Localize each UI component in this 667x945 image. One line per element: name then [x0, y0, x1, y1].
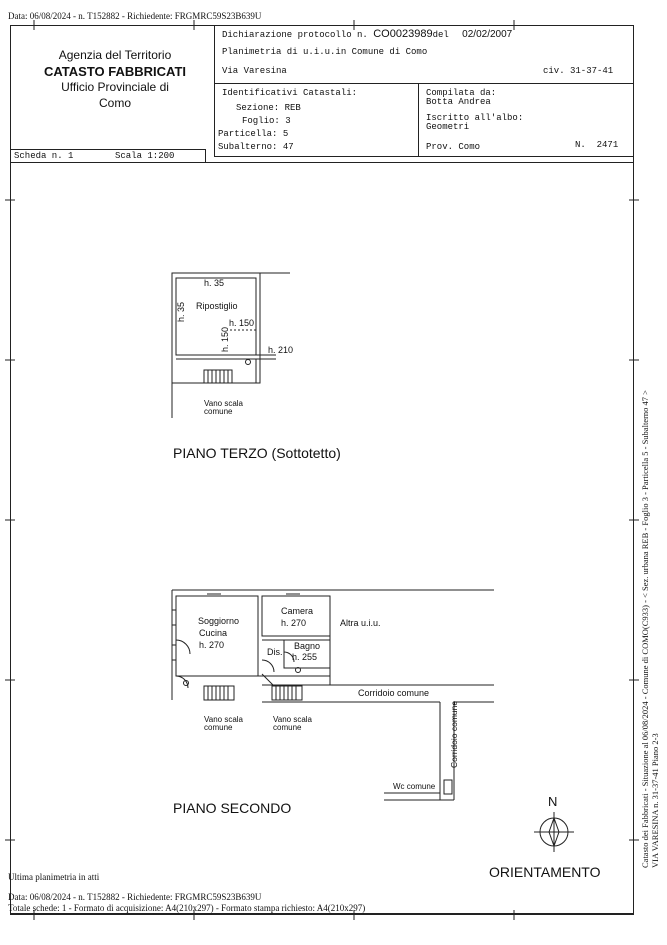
agency-block: Agenzia del Territorio CATASTO FABBRICAT…: [20, 48, 210, 110]
sezione-value: REB: [284, 103, 301, 113]
agency-name: Agenzia del Territorio: [58, 48, 172, 62]
particella-row: Particella: 5: [218, 129, 288, 139]
room-soggiorno: Soggiorno: [198, 616, 240, 626]
foglio-value: 3: [285, 116, 291, 126]
stair-label-second-b-line1: Vano scala: [273, 715, 312, 724]
room-bagno: Bagno: [294, 641, 321, 651]
room-ripostiglio: Ripostiglio: [196, 301, 238, 311]
protocol-date: 02/02/2007: [462, 29, 513, 40]
wc-label: Wc comune: [393, 782, 436, 791]
plan-description: Planimetria di u.i.u.in Comune di Como: [222, 47, 428, 57]
other-unit-label: Altra u.i.u.: [340, 618, 381, 628]
corridor-label-vertical: Corridoio comune: [449, 700, 459, 768]
office-name: Ufficio Provinciale di: [61, 80, 169, 94]
stair-label-third-line1: Vano scala: [204, 399, 243, 408]
stair-label-third: Vano scala comune: [204, 400, 243, 416]
last-plan-note: Ultima planimetria in atti: [8, 872, 100, 882]
foglio-label: Foglio:: [242, 116, 280, 126]
height-270-soggiorno: h. 270: [199, 640, 225, 650]
catasto-title: CATASTO FABBRICATI: [43, 64, 187, 79]
sezione-label: Sezione:: [236, 103, 280, 113]
protocol-line: Dichiarazione protocollo n. CO0023989del…: [222, 28, 512, 40]
format-line: Totale schede: 1 - Formato di acquisizio…: [8, 903, 366, 913]
compiler-box: [418, 83, 634, 157]
north-label: N: [548, 794, 558, 809]
compass-icon: [534, 812, 574, 852]
height-150-label: h. 150: [229, 318, 255, 328]
compiler-name: Botta Andrea: [426, 97, 491, 107]
scheda-number: Scheda n. 1: [14, 151, 74, 161]
room-camera: Camera: [281, 606, 314, 616]
sezione-row: Sezione: REB: [236, 103, 301, 113]
protocol-label: Dichiarazione protocollo n.: [222, 30, 368, 40]
drawing-frame: [10, 162, 634, 914]
stair-label-second-a-line2: comune: [204, 723, 233, 732]
n-value: 2471: [596, 140, 619, 150]
albo-value: Geometri: [426, 122, 470, 132]
bottom-request-line: Data: 06/08/2024 - n. T152882 - Richiede…: [8, 892, 262, 902]
stair-label-second-b: Vano scala comune: [273, 716, 312, 732]
stair-label-second-b-line2: comune: [273, 723, 302, 732]
particella-label: Particella:: [218, 129, 278, 139]
height-255-bagno: h. 255: [292, 652, 318, 662]
protocol-number: CO0023989: [373, 28, 433, 40]
height-210-label: h. 210: [268, 345, 294, 355]
ceiling-height-side: h. 35: [176, 301, 186, 322]
scale: Scala 1:200: [115, 151, 175, 161]
request-line: Data: 06/08/2024 - n. T152882 - Richiede…: [8, 11, 262, 21]
room-cucina: Cucina: [199, 628, 228, 638]
floor-title-third: PIANO TERZO (Sottotetto): [173, 445, 341, 461]
orientation-label: ORIENTAMENTO: [489, 864, 601, 880]
stair-label-second-a: Vano scala comune: [204, 716, 243, 732]
corridor-label: Corridoio comune: [358, 688, 430, 698]
albo-label: Iscritto all'albo:: [426, 113, 524, 123]
side-address-line: VIA VARESINA n. 31-37-41 Piano 2-3: [650, 733, 660, 868]
ceiling-height-top: h. 35: [204, 278, 225, 288]
stair-label-third-line2: comune: [204, 407, 233, 416]
compiler-label: Compilata da:: [426, 88, 497, 98]
date-label: del: [432, 30, 449, 40]
floor-title-second: PIANO SECONDO: [173, 800, 292, 816]
subalterno-row: Subalterno: 47: [218, 142, 294, 152]
n-label: N.: [575, 140, 586, 150]
particella-value: 5: [282, 129, 289, 139]
foglio-row: Foglio: 3: [242, 116, 291, 126]
civic-numbers: civ. 31-37-41: [543, 66, 614, 76]
height-150-vertical: h. 150: [220, 326, 230, 352]
side-cadastral-line: Catasto dei Fabbricati - Situazione al 0…: [640, 390, 650, 868]
stair-label-second-a-line1: Vano scala: [204, 715, 243, 724]
identifiers-title: Identificativi Catastali:: [222, 88, 358, 98]
height-270-camera: h. 270: [281, 618, 307, 628]
subalterno-label: Subalterno:: [218, 142, 278, 152]
room-disimpegno: Dis.: [267, 647, 283, 657]
province: Prov. Como: [426, 142, 481, 152]
street: Via Varesina: [222, 66, 287, 76]
registration-number: N. 2471: [575, 140, 618, 150]
office-city: Como: [98, 96, 131, 110]
subalterno-value: 47: [282, 142, 294, 152]
